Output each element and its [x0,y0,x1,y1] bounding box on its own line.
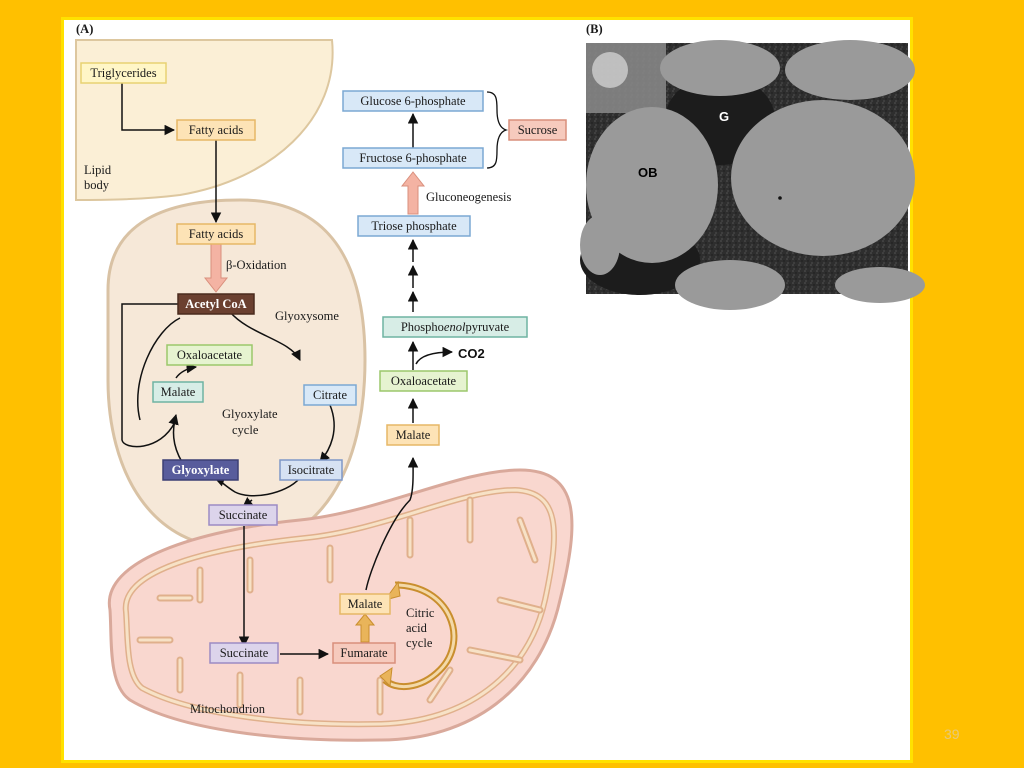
co2-label: CO2 [458,346,485,361]
svg-text:Malate: Malate [396,428,431,442]
box-malate-glyoxysome: Malate [152,381,204,403]
box-malate-cytosol: Malate [386,424,440,446]
arrow-citrate-to-isocitrate [319,404,335,463]
svg-text:Isocitrate: Isocitrate [288,463,335,477]
micrograph-label-g: G [719,109,729,124]
beta-oxidation-label: β-Oxidation [226,258,287,272]
svg-text:Citrate: Citrate [313,388,347,402]
box-succinate-glyoxysome: Succinate [208,504,278,526]
arrow-co2-release [415,346,454,365]
svg-text:Triglycerides: Triglycerides [90,66,156,80]
svg-text:Glyoxylate: Glyoxylate [172,463,230,477]
beta-oxidation-arrow [203,243,229,293]
panel-a-label: (A) [76,22,93,36]
box-succinate-mitochondrion: Succinate [209,642,279,664]
citric-cycle-label-line3: cycle [406,636,433,650]
box-malate-mitochondrion: Malate [339,593,391,615]
glyoxylate-cycle-label-line2: cycle [232,423,259,437]
svg-text:Fatty acids: Fatty acids [189,227,244,241]
citric-cycle-arrowhead-1 [379,666,393,688]
box-triose-phosphate: Triose phosphate [357,215,471,237]
arrow-triglycerides-to-fatty-acids [121,83,176,136]
svg-text:Acetyl CoA: Acetyl CoA [185,297,246,311]
box-glyoxylate: Glyoxylate [162,459,239,481]
box-oxaloacetate-cytosol: Oxaloacetate [379,370,468,392]
fumarate-to-malate-arrow [354,613,376,643]
svg-text:Fatty acids: Fatty acids [189,123,244,137]
panel-b-label: (B) [586,22,603,36]
box-triglycerides: Triglycerides [80,62,167,84]
box-fatty-acids-glyoxysome: Fatty acids [176,223,256,245]
glyoxylate-cycle-label-line1: Glyoxylate [222,407,278,421]
page-number: 39 [944,726,960,742]
cycle-arc-left [137,317,181,421]
svg-text:Malate: Malate [348,597,383,611]
glyoxysome-label: Glyoxysome [275,309,339,323]
svg-text:Glucose 6-phosphate: Glucose 6-phosphate [360,94,466,108]
micrograph-label-ob: OB [638,165,658,180]
box-phosphoenolpyruvate: Phosphoenolpyruvate [382,316,528,338]
svg-text:Sucrose: Sucrose [518,123,558,137]
arrow-isocitrate-to-glyoxylate [214,476,301,497]
lipid-body-label-line1: Lipid [84,163,112,177]
box-fumarate: Fumarate [332,642,396,664]
arrow-acetylcoa-loop [121,303,178,448]
arrow-malate-to-oxaloacetate [175,362,198,379]
svg-text:Succinate: Succinate [220,646,269,660]
box-fatty-acids-lipid: Fatty acids [176,119,256,141]
gluconeogenesis-label: Gluconeogenesis [426,190,512,204]
svg-text:Fructose 6-phosphate: Fructose 6-phosphate [359,151,467,165]
svg-text:Succinate: Succinate [219,508,268,522]
box-glucose-6-phosphate: Glucose 6-phosphate [342,90,484,112]
svg-text:Fumarate: Fumarate [340,646,388,660]
svg-text:Phosphoenolpyruvate: Phosphoenolpyruvate [401,320,510,334]
box-citrate: Citrate [303,384,357,406]
sucrose-brace [486,91,509,169]
arrow-malate-export [365,456,419,591]
arrow-acetylcoa-to-citrate [229,311,301,361]
svg-text:Oxaloacetate: Oxaloacetate [177,348,243,362]
citric-cycle-label-line2: acid [406,621,428,635]
box-fructose-6-phosphate: Fructose 6-phosphate [342,147,484,169]
box-sucrose: Sucrose [508,119,567,141]
glyoxysome [106,198,367,550]
micrograph: G OB [580,40,925,310]
lipid-body-label-line2: body [84,178,110,192]
gluconeogenesis-arrow [400,171,426,215]
svg-text:Oxaloacetate: Oxaloacetate [391,374,457,388]
box-oxaloacetate-glyoxysome: Oxaloacetate [166,344,253,366]
mitochondrion-label: Mitochondrion [190,702,266,716]
citric-cycle-label-line1: Citric [406,606,435,620]
svg-text:Triose phosphate: Triose phosphate [371,219,457,233]
arrow-glyoxylate-to-malate [168,413,183,463]
box-isocitrate: Isocitrate [279,459,343,481]
svg-text:Malate: Malate [161,385,196,399]
box-acetyl-coa: Acetyl CoA [177,293,255,315]
